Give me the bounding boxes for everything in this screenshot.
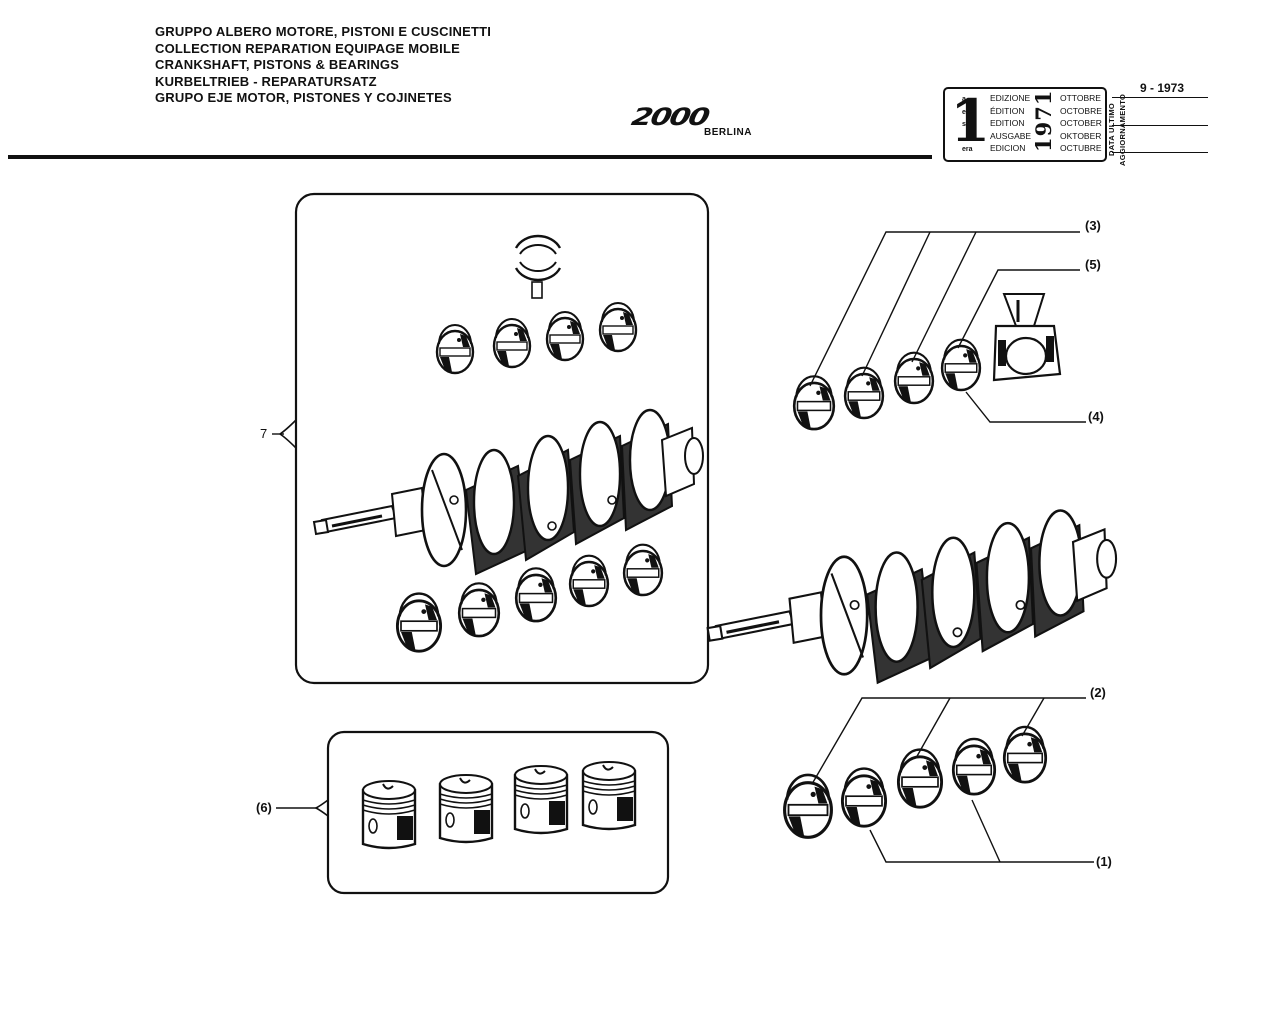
edition-months: OTTOBRE OCTOBRE OCTOBER OKTOBER OCTUBRE (1060, 92, 1102, 155)
edition-month: OCTOBRE (1060, 105, 1102, 116)
main-bearing-icon (1002, 725, 1048, 784)
edition-suffix-5: era (962, 146, 973, 153)
main-bearing-icon (951, 737, 997, 796)
main-bearing-icon (395, 592, 443, 653)
conrod-bearing-icon (940, 338, 982, 392)
header-rule (8, 155, 932, 159)
piston-icon (581, 760, 637, 831)
update-line (1112, 125, 1208, 126)
edition-number: 1 (950, 87, 991, 155)
connecting-rod-icon (992, 293, 1062, 382)
title-english: CRANKSHAFT, PISTONS & BEARINGS (155, 57, 400, 72)
update-line (1112, 152, 1208, 153)
edition-month: OCTOBER (1060, 118, 1102, 128)
update-line (1112, 97, 1208, 98)
main-bearing-icon (457, 581, 501, 638)
thrust-washer-icon (514, 234, 562, 299)
conrod-bearing-icon (492, 317, 532, 369)
edition-suffix-4: . (962, 134, 964, 141)
title-italian: GRUPPO ALBERO MOTORE, PISTONI E CUSCINET… (155, 24, 492, 39)
callout-4: (4) (1088, 409, 1104, 424)
model-subtitle: BERLINA (704, 127, 752, 138)
callout-1: (1) (1096, 854, 1112, 869)
edition-label: EDITION (990, 118, 1025, 128)
crankshaft-icon (706, 508, 1118, 685)
main-bearing-icon (896, 748, 944, 809)
callout-3: (3) (1085, 218, 1101, 233)
edition-box (943, 87, 1107, 162)
leader-lines (809, 231, 1094, 863)
edition-suffix-1: a (962, 96, 966, 103)
edition-label: ÉDITION (990, 105, 1025, 116)
piston-icon (438, 773, 494, 844)
edition-label: EDICION (990, 143, 1026, 153)
edition-month: OTTOBRE (1060, 93, 1101, 103)
conrod-bearing-icon (843, 366, 885, 420)
edition-label: EDIZIONE (990, 93, 1031, 103)
main-bearing-icon (568, 554, 610, 608)
conrod-bearing-icon (893, 351, 935, 405)
piston-icon (513, 764, 569, 835)
piston-icon (361, 779, 417, 850)
update-date: 9 - 1973 (1140, 81, 1185, 95)
main-bearing-icon (840, 767, 888, 828)
callout-7: 7 (260, 426, 268, 441)
kit-7-frame (294, 192, 710, 685)
main-bearing-icon (622, 543, 664, 597)
edition-month: OCTUBRE (1060, 143, 1102, 153)
kit-6-frame (326, 730, 670, 895)
main-bearing-icon (783, 773, 833, 839)
title-block: GRUPPO ALBERO MOTORE, PISTONI E CUSCINET… (155, 24, 491, 107)
title-spanish: GRUPO EJE MOTOR, PISTONES Y COJINETES (155, 90, 452, 105)
callout-5: (5) (1085, 257, 1101, 272)
edition-month: OKTOBER (1060, 130, 1102, 141)
conrod-bearing-icon (435, 323, 475, 375)
conrod-bearing-icon (598, 301, 638, 353)
title-french: COLLECTION REPARATION EQUIPAGE MOBILE (155, 40, 460, 56)
edition-label: AUSGABE (990, 130, 1032, 141)
callout-2: (2) (1090, 685, 1106, 700)
title-german: KURBELTRIEB - REPARATURSATZ (155, 73, 377, 89)
edition-suffix-3: st (962, 121, 969, 128)
crankshaft-icon (312, 408, 705, 576)
edition-labels: EDIZIONE ÉDITION EDITION AUSGABE EDICION (990, 92, 1031, 155)
edition-suffix-2: ere (962, 109, 973, 116)
main-bearing-icon (514, 566, 558, 623)
conrod-bearing-icon (792, 374, 836, 431)
callout-6: (6) (256, 800, 272, 815)
conrod-bearing-icon (545, 310, 585, 362)
